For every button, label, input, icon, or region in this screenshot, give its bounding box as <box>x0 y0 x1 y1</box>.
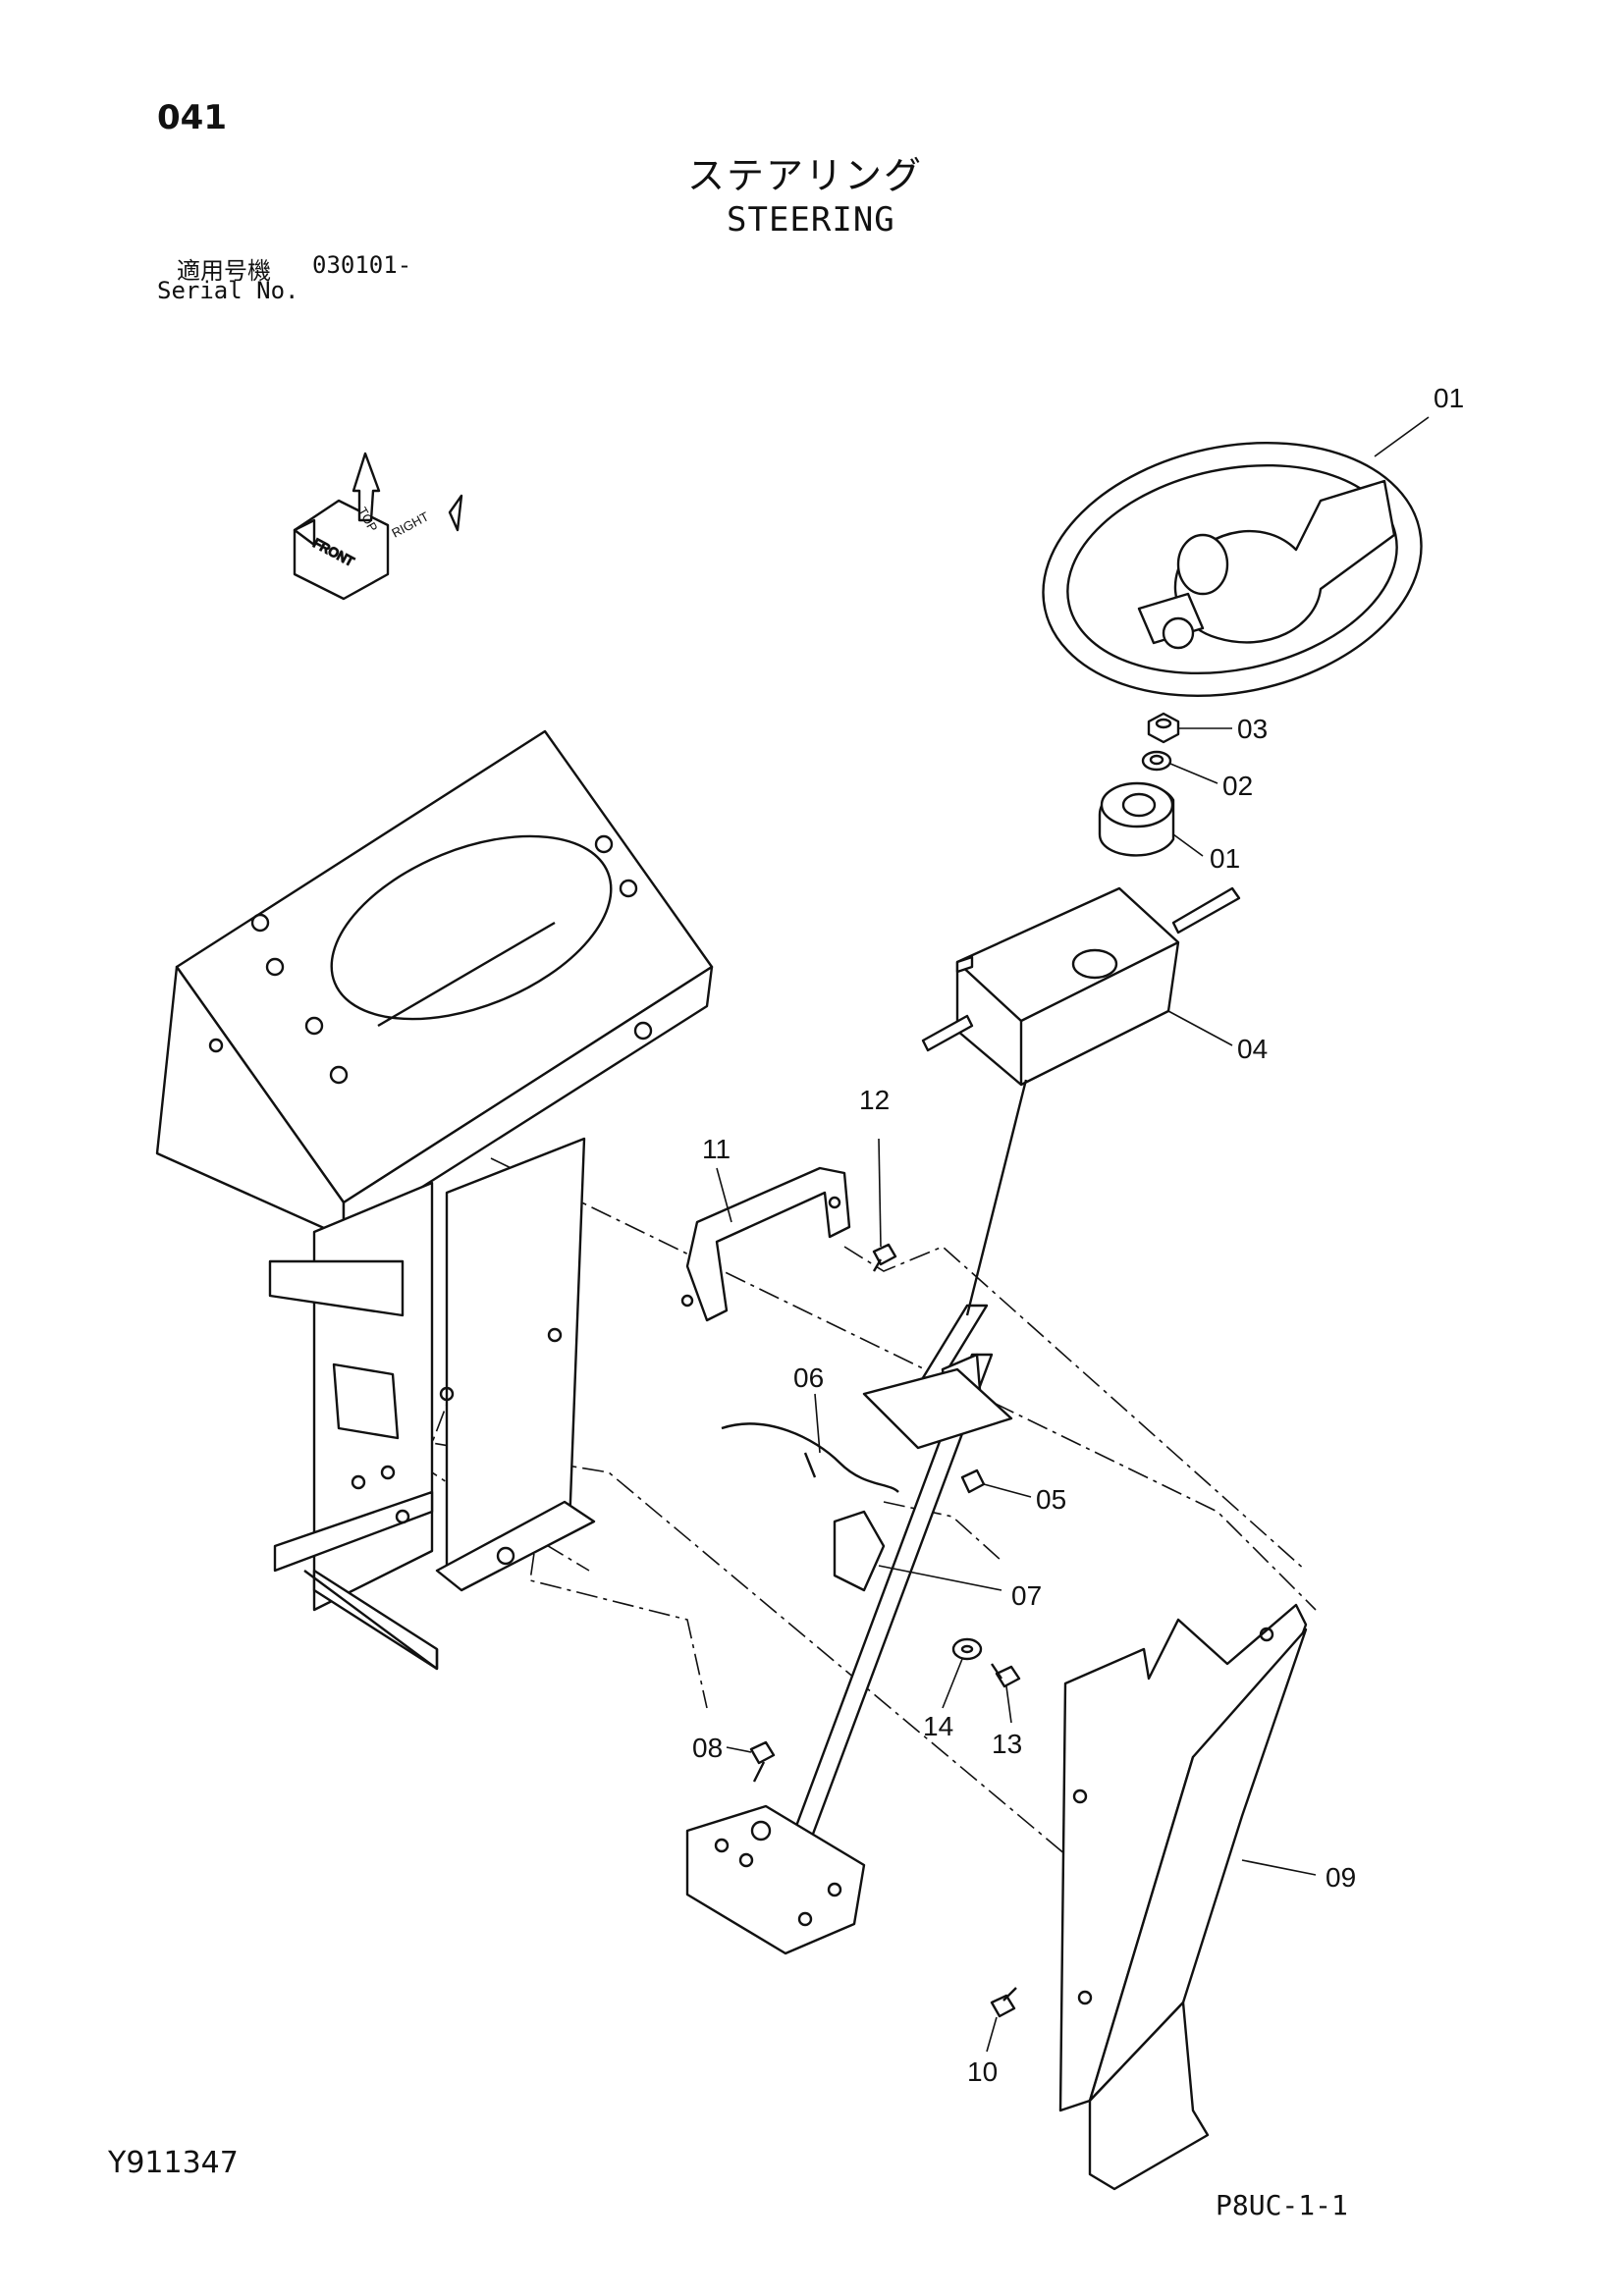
support-frame <box>268 1137 596 1671</box>
part-label-steering-wheel: 01 <box>1434 383 1464 413</box>
boot-01 <box>1098 781 1175 857</box>
part-label-bolt-05: 05 <box>1036 1484 1066 1515</box>
page-number: 041 <box>157 98 227 137</box>
page-code: P8UC-1-1 <box>1216 2189 1348 2221</box>
bolt-05 <box>960 1468 986 1494</box>
bolt-13 <box>991 1663 1021 1688</box>
part-label-washer-14: 14 <box>923 1711 953 1741</box>
serial-label-english: Serial No. <box>157 277 299 304</box>
nut-03 <box>1147 712 1180 744</box>
serial-label-japanese: 適用号機 <box>177 257 271 285</box>
orientation-right-label: RIGHT <box>389 508 431 540</box>
washer-14 <box>951 1637 983 1661</box>
leader-lines <box>716 416 1430 2053</box>
part-label-cable: 06 <box>793 1362 824 1393</box>
part-label-bracket: 11 <box>702 1134 731 1164</box>
steering-column-07 <box>685 1079 1028 1955</box>
part-label-column: 07 <box>1011 1580 1042 1611</box>
side-panel-09 <box>1058 1603 1308 2191</box>
part-label-panel: 09 <box>1326 1862 1356 1893</box>
part-label-washer: 02 <box>1222 771 1253 801</box>
bolt-08 <box>749 1740 776 1783</box>
cable-06 <box>721 1422 899 1493</box>
part-label-bolt-08: 08 <box>692 1733 723 1763</box>
document-id: Y911347 <box>108 2146 239 2180</box>
bracket-11 <box>680 1166 851 1322</box>
dashboard-console <box>155 729 714 1239</box>
part-labels: 01 03 02 01 04 12 11 06 05 07 14 13 08 0… <box>692 383 1464 2087</box>
part-label-bolt-13: 13 <box>992 1729 1022 1759</box>
bolt-10 <box>990 1987 1017 2018</box>
orientation-indicator: FRONT RIGHT TOP <box>293 452 463 601</box>
bolt-12 <box>872 1243 897 1272</box>
part-label-bolt-10: 10 <box>967 2056 998 2087</box>
washer-02 <box>1141 750 1172 772</box>
part-label-bolt-12: 12 <box>859 1085 890 1115</box>
title-english: STEERING <box>727 200 895 240</box>
cover-04 <box>921 886 1241 1087</box>
serial-number-value: 030101- <box>312 251 412 279</box>
steering-wheel <box>1042 441 1423 698</box>
title-japanese: ステアリング <box>687 154 924 197</box>
part-label-cover: 04 <box>1237 1034 1268 1064</box>
part-label-boot: 01 <box>1210 843 1240 874</box>
part-label-nut: 03 <box>1237 714 1268 744</box>
